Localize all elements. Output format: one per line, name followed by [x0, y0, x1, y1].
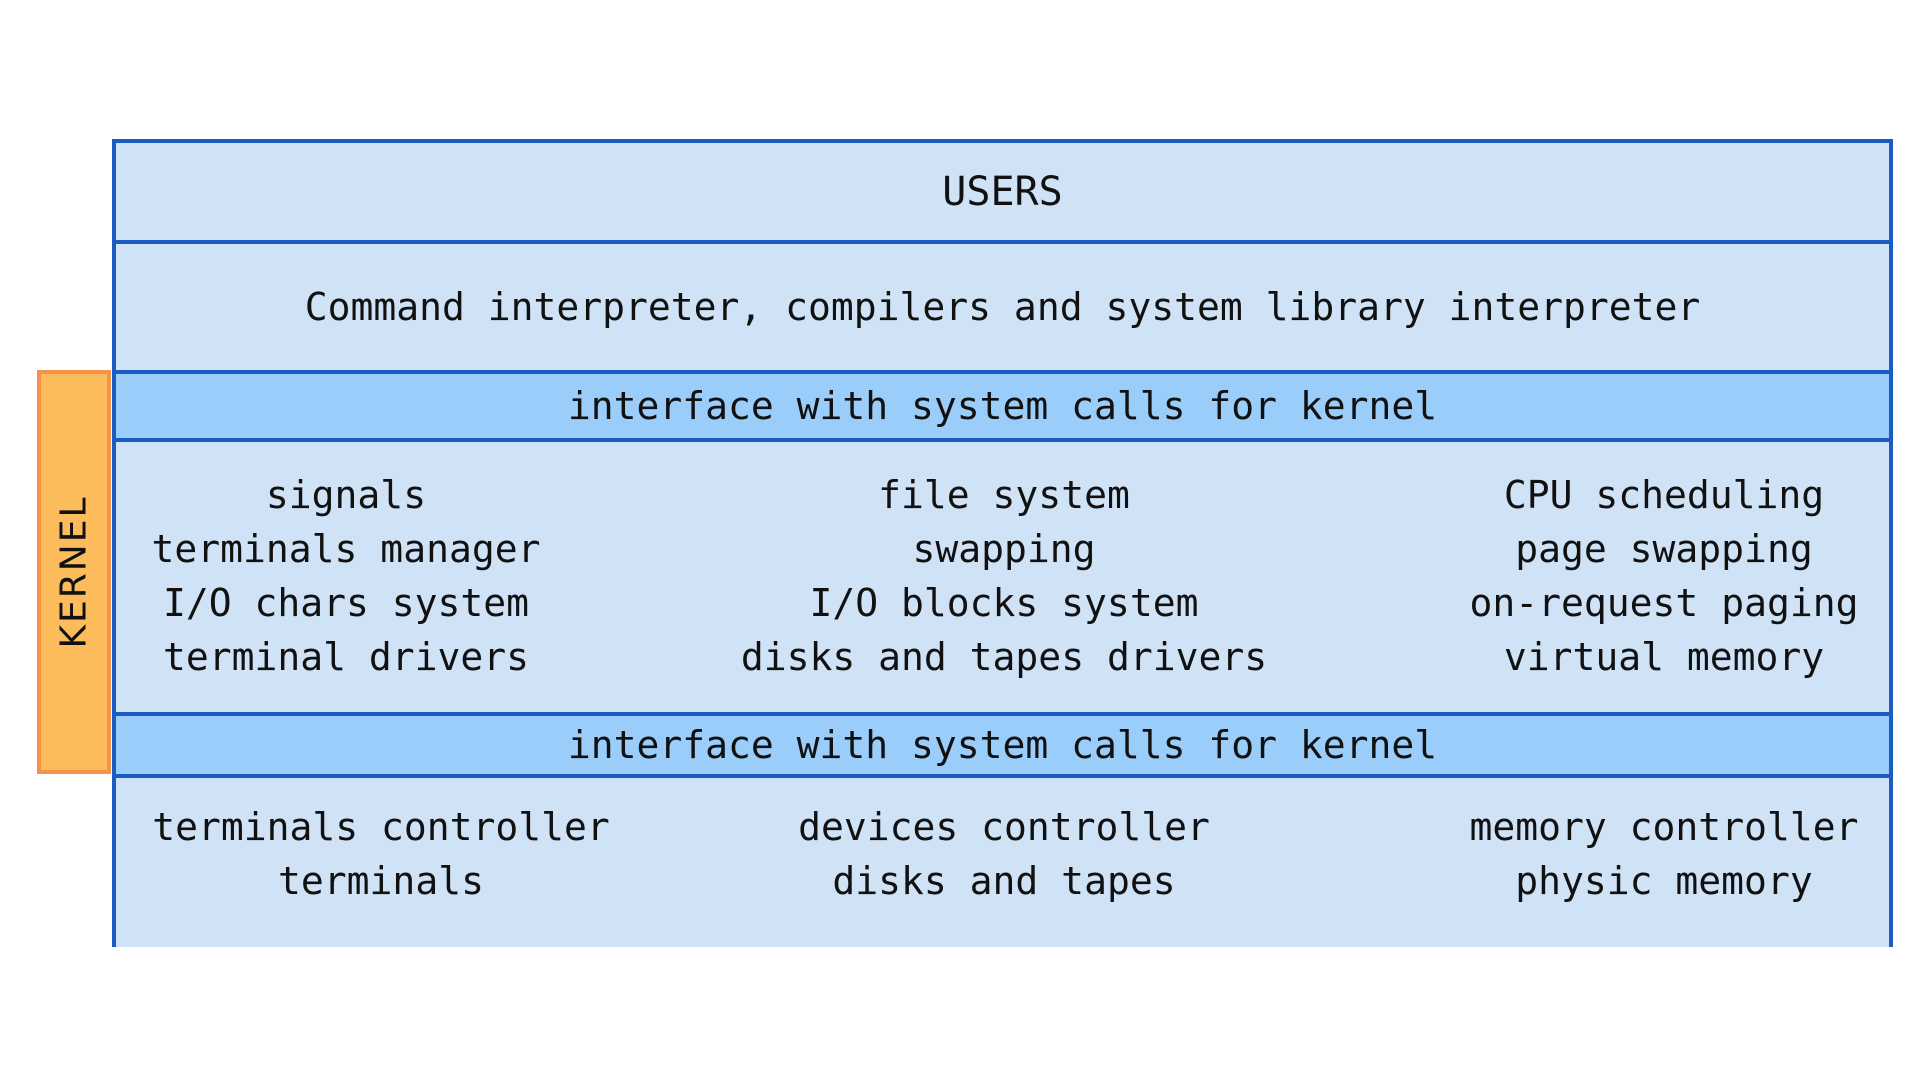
kernel-item: swapping [912, 527, 1096, 571]
os-layer-diagram: USERS Command interpreter, compilers and… [112, 139, 1893, 947]
hardware-column-memory: memory controller physic memory [1470, 800, 1859, 908]
kernel-item: terminals manager [151, 527, 541, 571]
interface-bottom-label: interface with system calls for kernel [567, 723, 1438, 767]
kernel-item: I/O chars system [162, 581, 530, 625]
hardware-item: disks and tapes [832, 859, 1176, 903]
syscall-interface-bottom: interface with system calls for kernel [116, 716, 1889, 778]
kernel-services-layer: signals terminals manager I/O chars syst… [116, 442, 1889, 716]
hardware-item: memory controller [1469, 805, 1859, 849]
kernel-label: KERNEL [53, 495, 95, 649]
kernel-item: virtual memory [1503, 635, 1825, 679]
kernel-bracket: KERNEL [37, 370, 111, 774]
kernel-column-memory: CPU scheduling page swapping on-request … [1470, 468, 1859, 684]
kernel-item: terminal drivers [162, 635, 530, 679]
hardware-item: devices controller [798, 805, 1210, 849]
hardware-item: physic memory [1515, 859, 1813, 903]
hardware-column-terminals: terminals controller terminals [152, 800, 610, 908]
users-label: USERS [942, 168, 1063, 215]
command-layer: Command interpreter, compilers and syste… [116, 244, 1889, 374]
kernel-item: CPU scheduling [1503, 473, 1825, 517]
interface-top-label: interface with system calls for kernel [567, 384, 1438, 428]
kernel-column-filesystem: file system swapping I/O blocks system d… [741, 468, 1267, 684]
kernel-item: disks and tapes drivers [740, 635, 1268, 679]
hardware-item: terminals [278, 859, 484, 903]
hardware-column-devices: devices controller disks and tapes [798, 800, 1210, 908]
kernel-item: I/O blocks system [809, 581, 1199, 625]
syscall-interface-top: interface with system calls for kernel [116, 374, 1889, 442]
hardware-item: terminals controller [152, 805, 610, 849]
command-label: Command interpreter, compilers and syste… [304, 285, 1701, 329]
hardware-layer: terminals controller terminals devices c… [116, 778, 1889, 947]
kernel-item: file system [878, 473, 1130, 517]
kernel-item: on-request paging [1469, 581, 1859, 625]
kernel-column-terminals: signals terminals manager I/O chars syst… [152, 468, 541, 684]
kernel-item: page swapping [1515, 527, 1813, 571]
kernel-item: signals [265, 473, 427, 517]
users-layer: USERS [116, 143, 1889, 244]
